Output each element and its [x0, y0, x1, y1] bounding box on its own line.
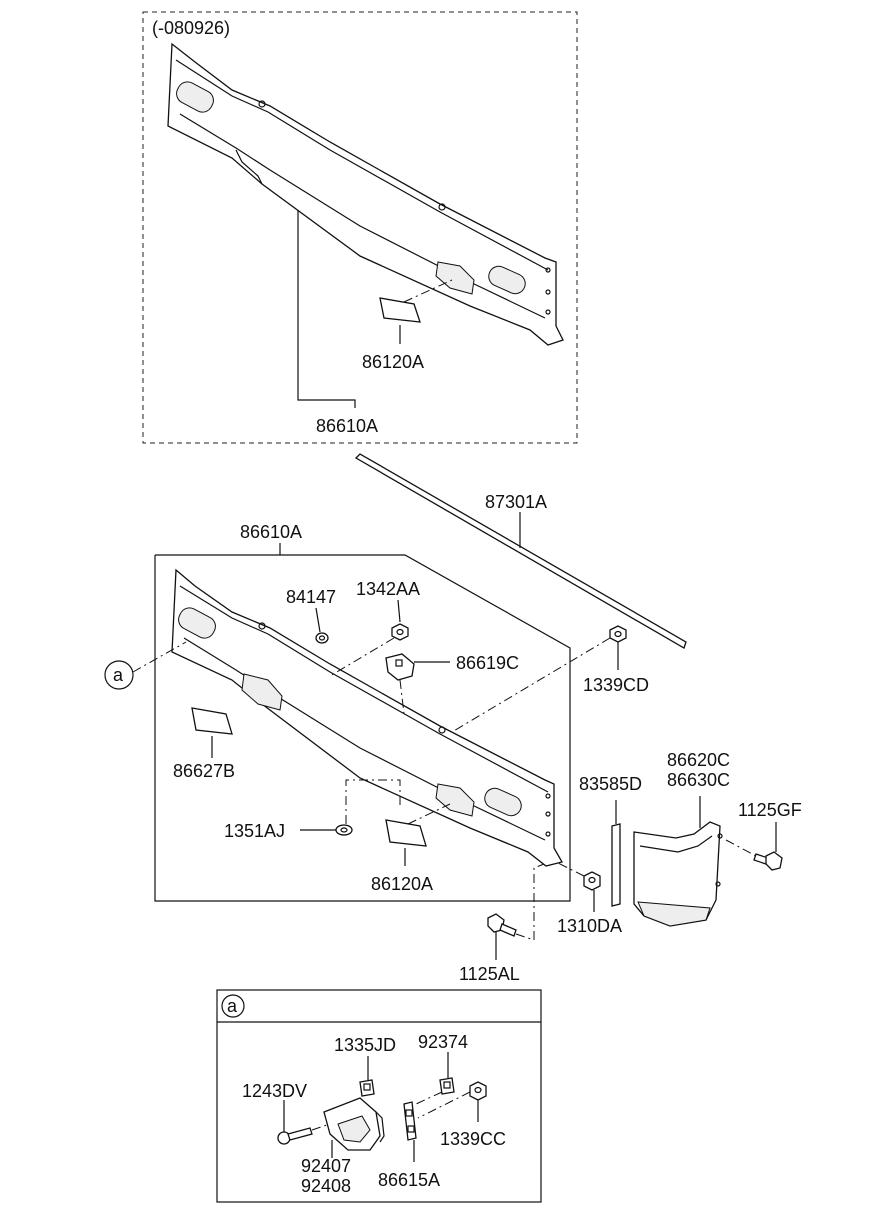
- label-end-cap-rh: 86630C: [667, 770, 730, 790]
- label-clip-92374: 92374: [418, 1032, 468, 1052]
- label-bracket: 86619C: [456, 653, 519, 673]
- label-pad-86627b: 86627B: [173, 761, 235, 781]
- nut-1342aa-leader: [397, 599, 401, 623]
- bolt-1125al-guide: [515, 863, 545, 941]
- label-lamp-92407: 92407: [301, 1156, 351, 1176]
- label-nut-1342aa: 1342AA: [356, 579, 420, 599]
- license-lamp[interactable]: [323, 1097, 385, 1151]
- pad-86627b[interactable]: [191, 707, 233, 735]
- nut-1339cd-guide: [451, 637, 611, 733]
- end-cap[interactable]: [633, 821, 723, 927]
- label-lower-pad: 86120A: [371, 874, 433, 894]
- bolt-1125al[interactable]: [487, 913, 517, 937]
- nut-1310da[interactable]: [583, 871, 601, 891]
- detail-a-frame: [216, 989, 542, 1203]
- label-weatherstrip: 87301A: [485, 492, 547, 512]
- label-nut-1339cc: 1339CC: [440, 1129, 506, 1149]
- label-bolt-1125al: 1125AL: [459, 964, 520, 984]
- clip-92374-guide: [415, 1091, 443, 1105]
- label-panel: 86610A: [240, 522, 302, 542]
- nut-1310da-guide: [555, 861, 585, 877]
- label-screw-1243dv: 1243DV: [242, 1081, 307, 1101]
- rear-panel[interactable]: [171, 568, 563, 867]
- label-lamp-92408: 92408: [301, 1176, 351, 1196]
- label-clip-1335jd: 1335JD: [334, 1035, 396, 1055]
- label-upper-pad: 86120A: [362, 352, 424, 372]
- screw-1243dv-guide: [311, 1123, 331, 1131]
- callout-a[interactable]: a: [104, 660, 134, 690]
- callout-a-guide: [132, 641, 187, 673]
- upper-rear-panel[interactable]: [167, 42, 564, 346]
- variant-group-frame: [142, 11, 578, 444]
- label-grommet: 1351AJ: [224, 821, 285, 841]
- weatherstrip[interactable]: [354, 453, 687, 649]
- clip-1335jd[interactable]: [359, 1079, 375, 1097]
- clip-84147-leader: [315, 607, 321, 633]
- tape-83585d[interactable]: [611, 823, 621, 907]
- lower-pad[interactable]: [385, 819, 427, 847]
- label-end-cap-lh: 86620C: [667, 750, 730, 770]
- label-clip-84147: 84147: [286, 587, 336, 607]
- label-bolt-1125gf: 1125GF: [738, 800, 802, 820]
- grommet-guide: [345, 779, 401, 824]
- label-tape: 83585D: [579, 774, 642, 794]
- label-upper-panel: 86610A: [316, 416, 378, 436]
- grommet-1351aj[interactable]: [335, 824, 353, 836]
- label-nut-1310da: 1310DA: [557, 916, 622, 936]
- nut-1339cc-guide: [417, 1091, 471, 1119]
- bracket-guide: [399, 679, 405, 715]
- nut-1342aa[interactable]: [391, 623, 409, 641]
- bolt-1125gf[interactable]: [753, 851, 783, 871]
- clip-84147[interactable]: [315, 632, 329, 644]
- clip-92374[interactable]: [439, 1077, 455, 1095]
- variant-label: (-080926): [152, 18, 230, 38]
- upper-pad[interactable]: [379, 297, 421, 323]
- upper-panel-leader: [297, 210, 356, 408]
- callout-a-label: a: [113, 665, 124, 685]
- bracket-86619c[interactable]: [385, 653, 415, 681]
- label-bracket-86615a: 86615A: [378, 1170, 440, 1190]
- label-nut-1339cd: 1339CD: [583, 675, 649, 695]
- panel-group-frame: [154, 554, 571, 902]
- nut-1342aa-guide: [329, 637, 395, 677]
- detail-a-tag: [221, 994, 245, 1018]
- lower-pad-guide: [407, 803, 451, 825]
- detail-a-tag-label: a: [227, 996, 238, 1016]
- nut-1339cc[interactable]: [469, 1081, 487, 1101]
- nut-1339cd[interactable]: [609, 625, 627, 643]
- bracket-86615a[interactable]: [403, 1101, 417, 1141]
- screw-1243dv[interactable]: [277, 1127, 313, 1145]
- upper-pad-leader: [403, 279, 453, 303]
- bolt-1125gf-guide: [725, 839, 757, 857]
